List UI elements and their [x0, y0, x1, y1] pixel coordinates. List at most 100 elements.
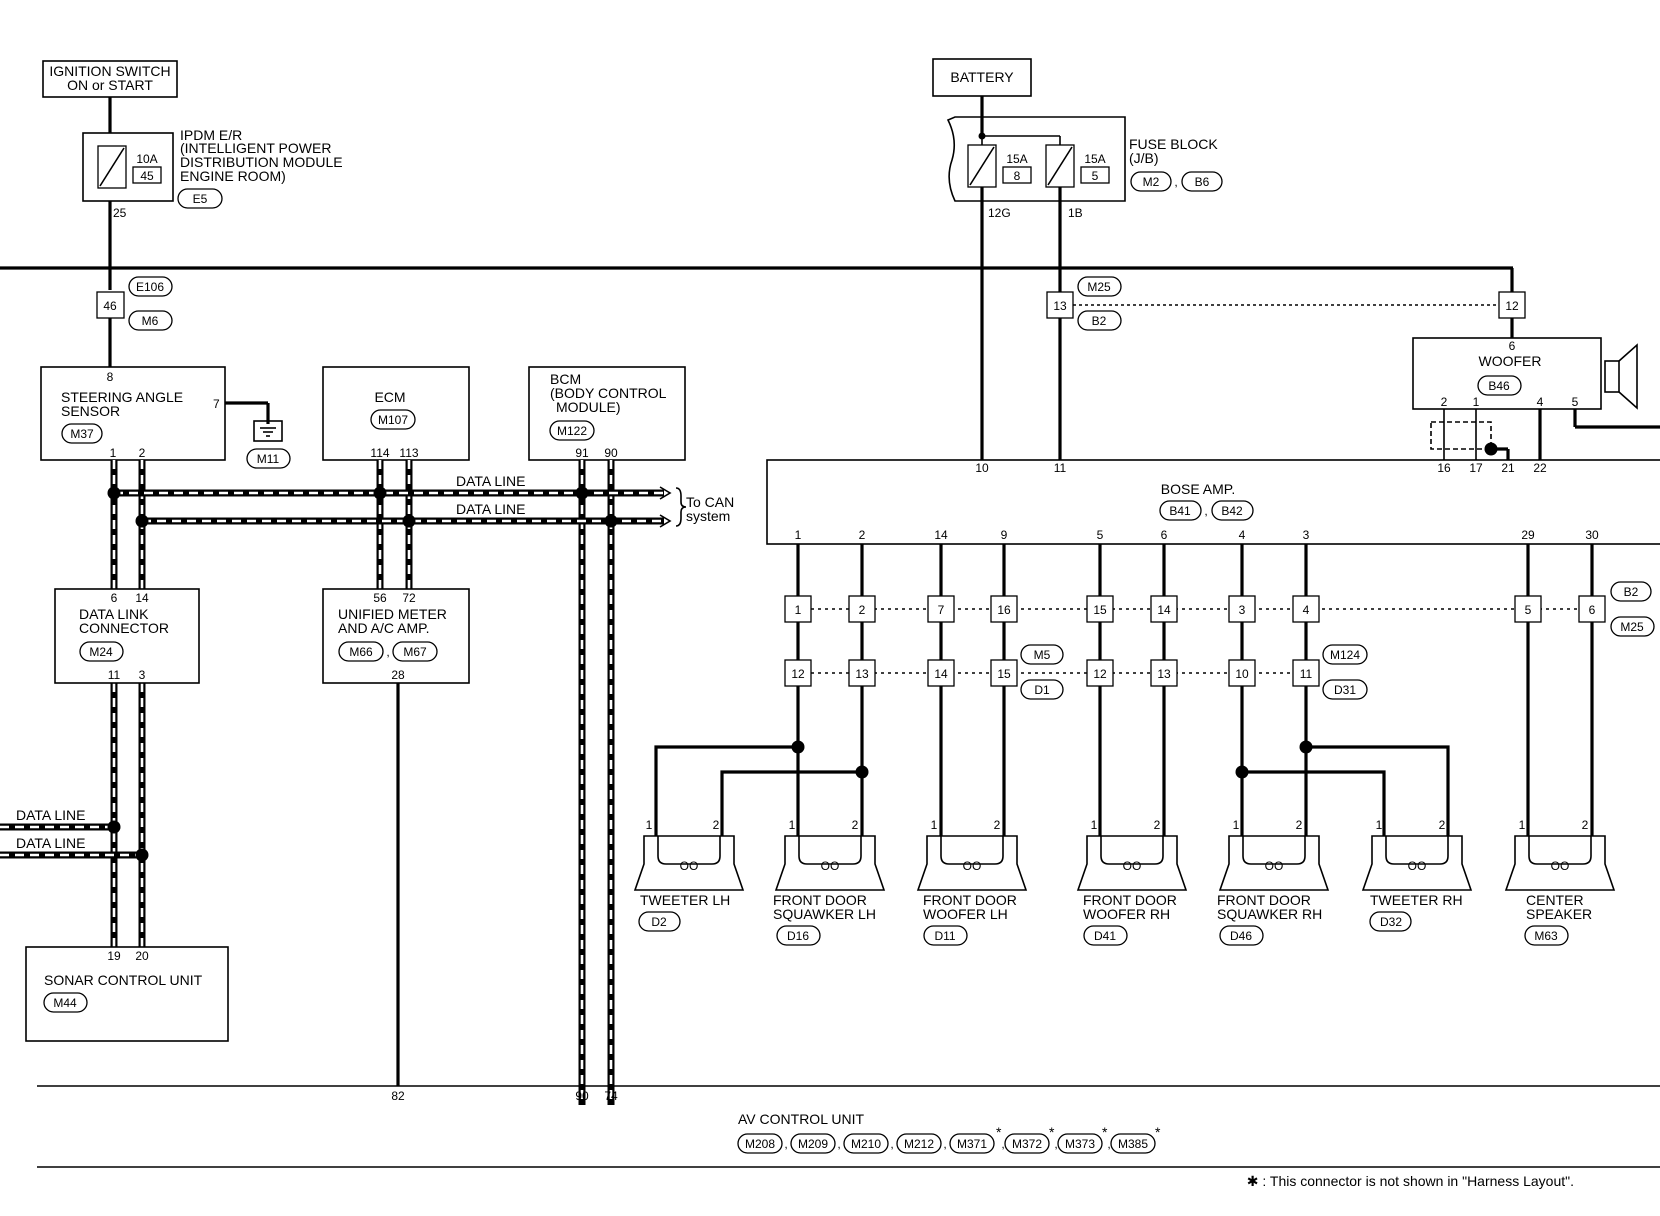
steering-pin-1: 1 — [110, 446, 117, 460]
to-can-label-2: system — [686, 508, 730, 524]
junction-e106-pin: 46 — [103, 299, 117, 313]
battery: BATTERY — [932, 58, 1032, 97]
dlc-pin-bottom-1: 11 — [108, 668, 121, 682]
bose-label: BOSE AMP. — [1161, 481, 1235, 497]
speaker-connector: D46 — [1230, 929, 1252, 943]
speaker-tweeter-lh: OO 1 2 TWEETER LH D2 — [633, 818, 745, 932]
sonar-label: SONAR CONTROL UNIT — [44, 972, 203, 988]
junction-m6-connector: M6 — [142, 314, 159, 328]
svg-text:,: , — [1001, 1137, 1004, 1151]
svg-text:,: , — [1204, 504, 1207, 518]
av-unit-label: AV CONTROL UNIT — [738, 1111, 864, 1127]
fuse-block-label-1: FUSE BLOCK — [1129, 136, 1218, 152]
speaker-label-1: FRONT DOOR — [1083, 892, 1177, 908]
row1-pin: 15 — [1093, 603, 1107, 617]
sonar-control-unit: 19 20 SONAR CONTROL UNIT M44 — [25, 946, 229, 1042]
dlc-label-2: CONNECTOR — [79, 620, 169, 636]
speaker-front-door-squawker-lh: OO 1 2 FRONT DOOR SQUAWKER LH D16 — [773, 818, 886, 946]
ecm-label: ECM — [374, 389, 405, 405]
av-connector: M372 — [1012, 1137, 1042, 1151]
speaker-pin-2: 2 — [1296, 818, 1303, 832]
row2-pin: 13 — [1157, 667, 1171, 681]
ecm-pin-2: 113 — [399, 446, 418, 460]
woofer-pin-1: 1 — [1473, 395, 1480, 409]
bcm-label-3: MODULE) — [556, 399, 621, 415]
meter-connector-2: M67 — [403, 645, 427, 659]
bcm: BCM (BODY CONTROL MODULE) M122 91 90 — [528, 366, 686, 461]
av-control-unit: 82 90 74 AV CONTROL UNIT M208 , M209 , M… — [37, 1085, 1660, 1168]
sonar-connector: M44 — [53, 996, 77, 1010]
svg-text:,: , — [386, 645, 389, 659]
row1-pin: 1 — [795, 603, 802, 617]
bose-connector-2: B42 — [1221, 504, 1243, 518]
bose-connector-1: B41 — [1169, 504, 1191, 518]
junction-b2-connector: B2 — [1092, 314, 1107, 328]
speaker-label-2: SQUAWKER LH — [773, 906, 876, 922]
bose-top-pin-22: 22 — [1533, 461, 1547, 475]
bose-amp: 10 11 16 17 21 22 BOSE AMP. B41 , B42 1 … — [766, 459, 1660, 545]
woofer-pin-4: 4 — [1537, 395, 1544, 409]
speaker-coil: OO — [680, 859, 699, 873]
ipdm-amp: 10A — [136, 152, 157, 166]
ground-connector: M11 — [257, 452, 280, 466]
row2-pin: 12 — [791, 667, 805, 681]
av-connector: M373 — [1065, 1137, 1095, 1151]
row1-pin: 2 — [859, 603, 866, 617]
row2-connector-m124: M124 — [1330, 648, 1360, 662]
dlc-connector: M24 — [89, 645, 113, 659]
bcm-pin-2: 90 — [604, 446, 618, 460]
ecm-connector: M107 — [378, 413, 408, 427]
speaker-label-1: CENTER — [1526, 892, 1584, 908]
svg-text:,: , — [1054, 1137, 1057, 1151]
footnote: ✱ : This connector is not shown in "Harn… — [1247, 1173, 1574, 1189]
steering-connector: M37 — [70, 427, 94, 441]
dlc-pin-top-1: 6 — [111, 591, 118, 605]
woofer-label: WOOFER — [1479, 353, 1542, 369]
data-line-label-1: DATA LINE — [456, 473, 526, 489]
speaker-wires — [654, 544, 1594, 836]
av-connector: M209 — [798, 1137, 828, 1151]
fuse2-amp: 15A — [1084, 152, 1105, 166]
dlc-label-1: DATA LINK — [79, 606, 149, 622]
svg-text:,: , — [890, 1137, 893, 1151]
speaker-label-2: SQUAWKER RH — [1217, 906, 1322, 922]
ipdm-label-2: (INTELLIGENT POWER — [180, 140, 331, 156]
bose-pin: 30 — [1585, 528, 1599, 542]
av-pin-82: 82 — [391, 1089, 405, 1103]
dlc-pin-bottom-2: 3 — [139, 668, 146, 682]
speaker-pin-2: 2 — [713, 818, 720, 832]
av-connector: M212 — [904, 1137, 934, 1151]
row2-connector-d31: D31 — [1334, 683, 1356, 697]
woofer-connector: B46 — [1488, 379, 1510, 393]
data-link-connector: 6 14 DATA LINK CONNECTOR M24 11 3 — [54, 588, 200, 684]
bose-top-pin-17: 17 — [1469, 461, 1483, 475]
speaker-label-1: TWEETER RH — [1370, 892, 1463, 908]
svg-text:,: , — [943, 1137, 946, 1151]
speaker-coil: OO — [1123, 859, 1142, 873]
ignition-label-1: IGNITION SWITCH — [49, 63, 170, 79]
sonar-pin-1: 19 — [107, 949, 121, 963]
bose-pin: 2 — [859, 528, 866, 542]
bose-pin: 4 — [1239, 528, 1246, 542]
bcm-label-2: (BODY CONTROL — [550, 385, 667, 401]
speaker-pin-1: 1 — [1091, 818, 1098, 832]
speaker-connector: D2 — [651, 915, 667, 929]
fuse-block: 15A 8 15A 5 FUSE BLOCK (J/B) M2 , B6 12G… — [946, 116, 1223, 220]
row2-pin: 12 — [1093, 667, 1107, 681]
fuse-block-label-2: (J/B) — [1129, 150, 1159, 166]
speaker-pin-2: 2 — [1154, 818, 1161, 832]
fuse-block-pin-2: 1B — [1068, 206, 1083, 220]
fuse-block-connector-1: M2 — [1143, 175, 1160, 189]
bcm-connector: M122 — [557, 424, 587, 438]
speaker-tweeter-rh: OO 1 2 TWEETER RH D32 — [1361, 818, 1473, 932]
row1-pin: 7 — [938, 603, 945, 617]
bose-bottom-pins: 1 2 14 9 5 6 4 3 29 30 — [795, 528, 1599, 542]
fuse-block-connector-2: B6 — [1195, 175, 1210, 189]
steering-label-2: SENSOR — [61, 403, 120, 419]
junction-e106: 46 E106 M6 — [96, 276, 173, 331]
ground-m11: M11 — [225, 401, 291, 469]
bose-pin: 14 — [934, 528, 948, 542]
bcm-label-1: BCM — [550, 371, 581, 387]
junction-e106-connector: E106 — [136, 280, 164, 294]
fuse1-amp: 15A — [1006, 152, 1027, 166]
